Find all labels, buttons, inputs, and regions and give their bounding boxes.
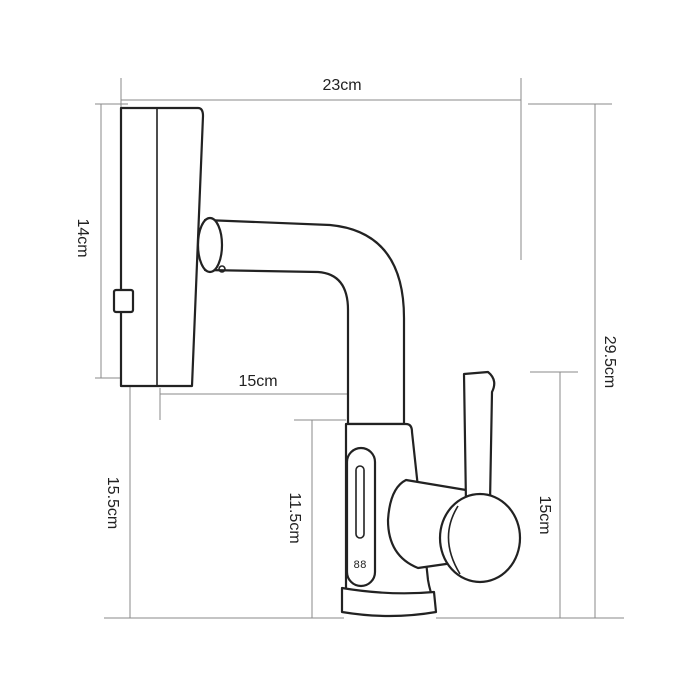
dim-spout-reach: 15cm: [159, 373, 356, 420]
dim-body-height: 11.5cm: [286, 419, 346, 618]
spout-collar: [196, 216, 224, 274]
temperature-display: [345, 446, 377, 588]
dim-total-width: 23cm: [120, 77, 522, 260]
dim-label-spout-reach: 15cm: [238, 373, 277, 390]
spout-arm: [203, 218, 406, 426]
handle-cap-edge: [447, 505, 461, 575]
dim-label-handle-height: 15cm: [536, 495, 553, 534]
dim-head-height: 14cm: [74, 103, 128, 379]
dim-label-spout-clearance: 15.5cm: [104, 477, 121, 529]
handle-cap: [438, 492, 522, 584]
dim-label-head-height: 14cm: [74, 218, 91, 257]
head-button: [112, 288, 135, 314]
dim-label-total-height: 29.5cm: [601, 336, 618, 388]
dim-total-height: 29.5cm: [528, 103, 618, 618]
dim-handle-height: 15cm: [436, 371, 624, 619]
faucet-head: [119, 106, 205, 388]
display-digits: 88: [353, 560, 366, 572]
display-slot: [355, 465, 365, 539]
spout-joint-dot: [218, 265, 226, 273]
dim-label-total-width: 23cm: [322, 77, 361, 94]
lever-handle: [462, 370, 496, 506]
dim-spout-clearance: 15.5cm: [104, 386, 344, 619]
faucet-base: [340, 586, 438, 618]
dim-label-body-height: 11.5cm: [286, 492, 303, 543]
